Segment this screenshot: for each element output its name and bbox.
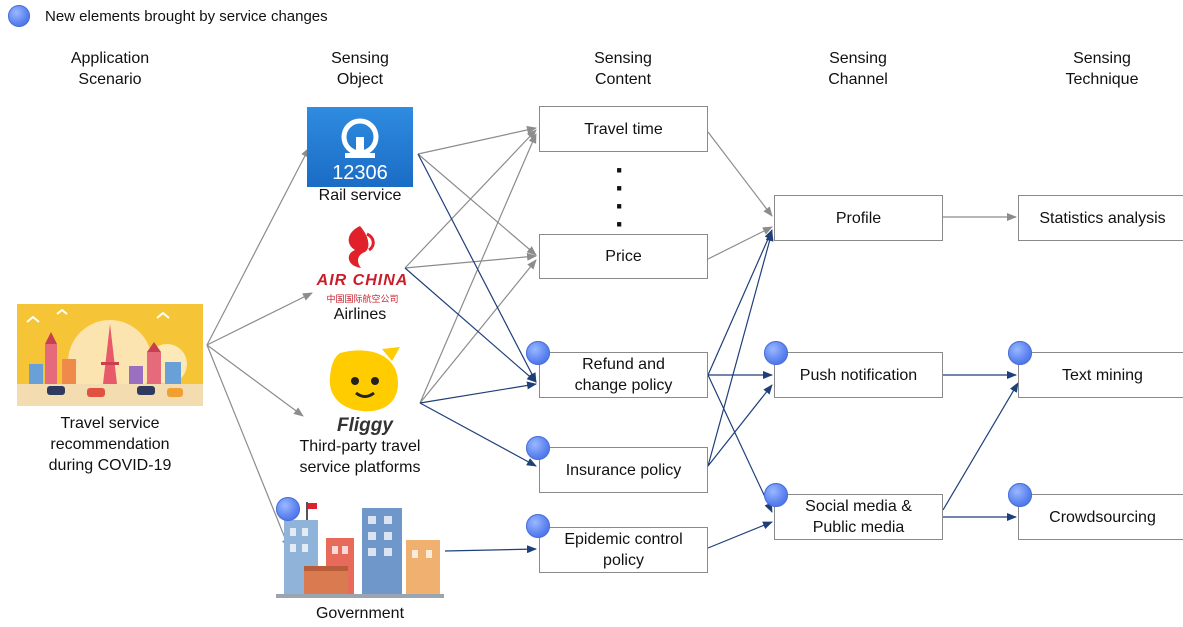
new-element-marker-icon [526, 514, 550, 538]
arrow-scenario-to-platforms [206, 344, 304, 417]
header-line: Application [70, 50, 150, 67]
header-line: Sensing [331, 50, 389, 67]
epidemic-box-line: policy [603, 552, 644, 569]
arrow-scenario-to-rail [206, 147, 310, 346]
scenario-label: Travel service recommendation during COV… [20, 413, 200, 476]
government-label: Government [315, 605, 405, 622]
ellipsis-vertical: ···· [615, 154, 625, 241]
fliggy-logo-text: Fliggy [337, 415, 393, 436]
fliggy-logo: Fliggy [320, 345, 410, 440]
content-insurance-box: Insurance policy [539, 447, 708, 493]
platforms-label-line: Third-party travel [299, 438, 421, 455]
content-refund-box: Refund and change policy [539, 352, 708, 398]
travel-city-illustration [17, 304, 203, 406]
new-element-marker-icon [526, 341, 550, 365]
air-china-logo-text: AIR CHINA [316, 272, 409, 289]
header-sensing-technique: Sensing Technique [1022, 48, 1182, 90]
government-building-illustration [276, 500, 444, 600]
header-line: Sensing [829, 50, 887, 67]
content-travel-time-box: Travel time [539, 106, 708, 152]
social-box-line: Social media & [805, 498, 912, 515]
channel-social-box: Social media & Public media [774, 494, 943, 540]
air-china-logo-subtext: 中国国际航空公司 [326, 294, 399, 304]
air-china-logo: AIR CHINA 中国国际航空公司 [315, 222, 410, 310]
header-line: Object [336, 71, 384, 88]
platforms-label-line: service platforms [299, 459, 421, 476]
header-line: Channel [828, 71, 888, 88]
header-sensing-content: Sensing Content [543, 48, 703, 90]
header-line: Content [594, 71, 652, 88]
platforms-label: Third-party travel service platforms [280, 436, 440, 478]
header-line: Sensing [594, 50, 652, 67]
scenario-label-line: Travel service [60, 415, 160, 432]
new-element-marker-icon [1008, 341, 1032, 365]
header-application-scenario: Application Scenario [30, 48, 190, 90]
channel-profile-box: Profile [774, 195, 943, 241]
airlines-label: Airlines [333, 306, 387, 323]
header-line: Sensing [1073, 50, 1131, 67]
rail-service-label: Rail service [318, 187, 402, 204]
technique-text-mining-box: Text mining [1018, 352, 1183, 398]
content-epidemic-box: Epidemic control policy [539, 527, 708, 573]
header-sensing-channel: Sensing Channel [778, 48, 938, 90]
rail-12306-logo: 12306 [307, 107, 413, 187]
rail-logo-text: 12306 [332, 162, 388, 184]
channel-push-box: Push notification [774, 352, 943, 398]
new-element-marker-icon [8, 5, 30, 27]
refund-box-line: Refund and [582, 356, 665, 373]
new-element-marker-icon [764, 483, 788, 507]
new-element-marker-icon [764, 341, 788, 365]
refund-box-line: change policy [574, 377, 673, 394]
technique-statistics-box: Statistics analysis [1018, 195, 1183, 241]
scenario-label-line: during COVID-19 [48, 457, 172, 474]
header-line: Scenario [78, 71, 142, 88]
content-price-box: Price [539, 234, 708, 279]
arrow-scenario-to-airlines [206, 292, 313, 346]
epidemic-box-line: Epidemic control [564, 531, 683, 548]
header-line: Technique [1065, 71, 1139, 88]
legend-text: New elements brought by service changes [45, 8, 328, 25]
social-box-line: Public media [812, 519, 905, 536]
technique-crowdsourcing-box: Crowdsourcing [1018, 494, 1183, 540]
arrow-scenario-to-government [206, 344, 290, 549]
new-element-marker-icon [1008, 483, 1032, 507]
new-element-marker-icon [276, 497, 300, 521]
new-element-marker-icon [526, 436, 550, 460]
header-sensing-object: Sensing Object [280, 48, 440, 90]
scenario-label-line: recommendation [50, 436, 170, 453]
